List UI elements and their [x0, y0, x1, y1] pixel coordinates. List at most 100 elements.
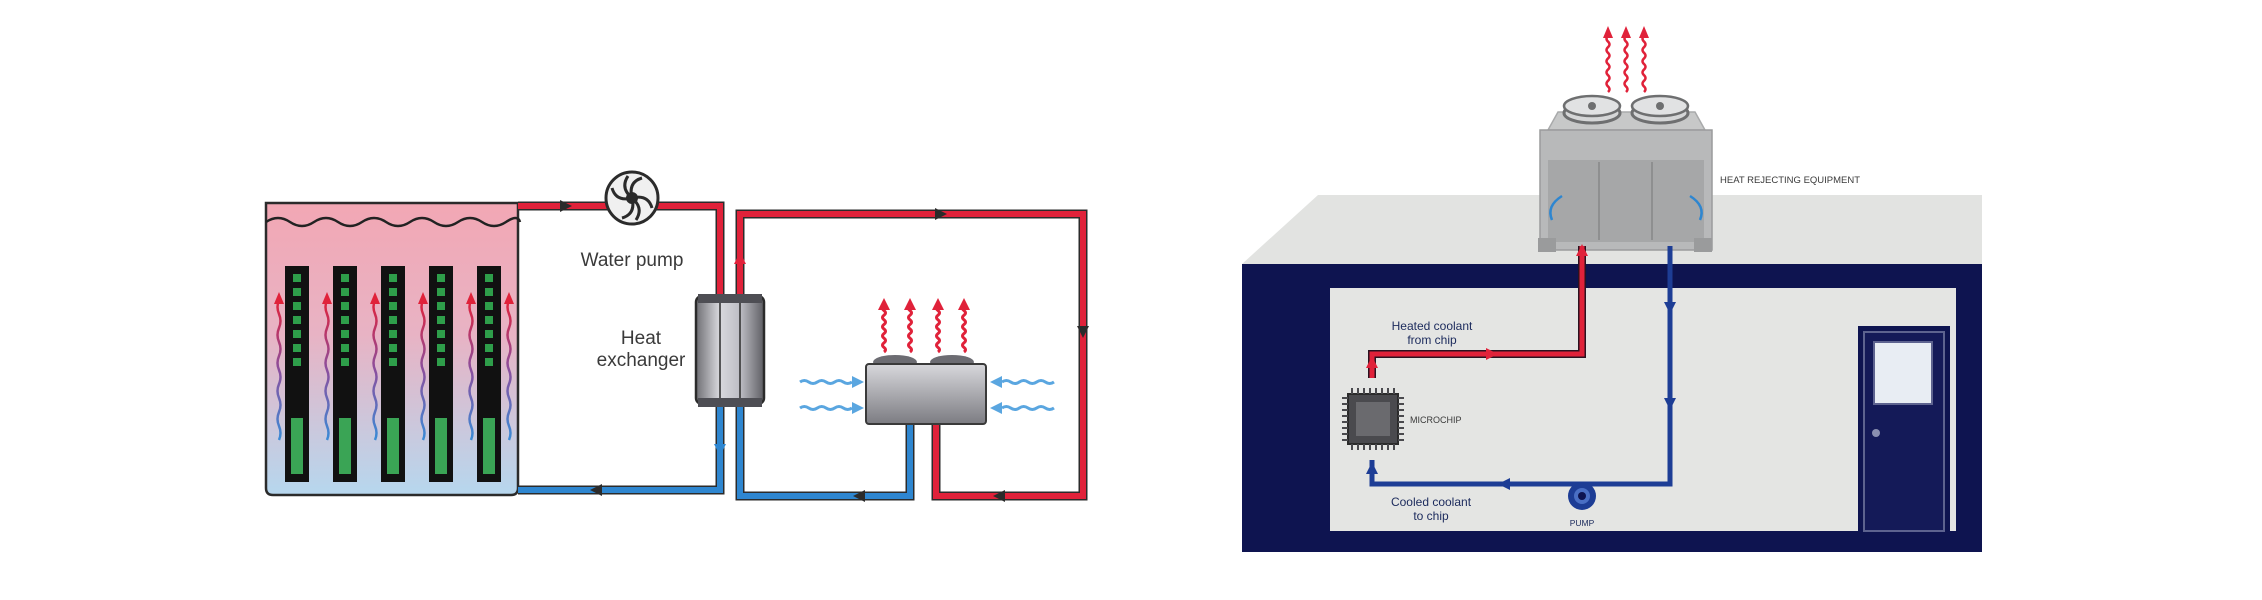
flow-arrow — [935, 208, 947, 220]
server-led — [341, 274, 349, 282]
cooled-coolant-label-line1: Cooled coolant — [1391, 495, 1472, 509]
chip-pin — [1363, 388, 1365, 394]
server-led — [437, 344, 445, 352]
server-led — [293, 344, 301, 352]
chip-pin — [1363, 444, 1365, 450]
server-led — [437, 358, 445, 366]
water-pump-label: Water pump — [581, 250, 684, 271]
arrow-head — [1639, 26, 1649, 38]
server-led — [341, 288, 349, 296]
heat-rejecting-equipment-icon — [1538, 94, 1713, 252]
server-racks — [274, 266, 514, 482]
flow-arrow — [734, 252, 746, 264]
chip-pin — [1393, 444, 1395, 450]
heat-wave-arrow — [372, 299, 378, 441]
flow-arrow — [560, 200, 572, 212]
server-led — [341, 316, 349, 324]
door-icon — [1858, 326, 1950, 532]
chip-pin — [1342, 427, 1348, 429]
server-led — [437, 330, 445, 338]
chip-pin — [1398, 439, 1404, 441]
arrow-head — [274, 292, 284, 304]
chip-pin — [1369, 388, 1371, 394]
chip-pin — [1342, 397, 1348, 399]
chip-pin — [1398, 421, 1404, 423]
heat-wave-arrow — [420, 299, 426, 441]
server-led — [389, 302, 397, 310]
server-led — [437, 302, 445, 310]
server-drive — [291, 418, 303, 474]
heat-wave-arrow — [1605, 35, 1611, 93]
chip-pin — [1369, 444, 1371, 450]
server-led — [485, 344, 493, 352]
flow-arrow — [853, 490, 865, 502]
heat-wave-arrow — [881, 304, 887, 354]
arrow-head — [1603, 26, 1613, 38]
chip-pin — [1342, 409, 1348, 411]
arrow-head — [904, 298, 916, 310]
chip-pin — [1342, 433, 1348, 435]
server-rack — [333, 266, 357, 482]
water-pump-icon — [604, 170, 660, 226]
microchip-label: MICROCHIP — [1410, 415, 1462, 425]
server-led — [341, 344, 349, 352]
heat-wave-arrow — [935, 304, 941, 354]
server-led — [437, 288, 445, 296]
chip-pin — [1398, 403, 1404, 405]
heat-exchanger-label-line1: Heat — [621, 328, 662, 349]
server-led — [341, 330, 349, 338]
chip-pin — [1398, 409, 1404, 411]
server-drive — [387, 418, 399, 474]
chip-pin — [1398, 433, 1404, 435]
arrow-head — [852, 376, 864, 388]
building-interior — [1330, 288, 1956, 531]
chip-pin — [1351, 444, 1353, 450]
arrow-head — [990, 376, 1002, 388]
chip-pin — [1342, 415, 1348, 417]
server-led — [293, 316, 301, 324]
arrow-head — [1621, 26, 1631, 38]
airflow-arrow — [799, 379, 853, 385]
chip-pin — [1342, 439, 1348, 441]
server-rack — [285, 266, 309, 482]
chip-pin — [1387, 388, 1389, 394]
heat-wave-arrow — [1641, 35, 1647, 93]
server-led — [485, 302, 493, 310]
server-drive — [339, 418, 351, 474]
chip-pin — [1393, 388, 1395, 394]
arrow-head — [852, 402, 864, 414]
server-rack — [477, 266, 501, 482]
server-led — [293, 274, 301, 282]
heat-exchanger-icon — [694, 294, 766, 407]
airflow-arrow — [799, 405, 853, 411]
heated-coolant-label-line1: Heated coolant — [1392, 319, 1473, 333]
microchip-icon — [1342, 388, 1404, 450]
flow-arrow — [1077, 326, 1089, 338]
heat-exchanger-label-line2: exchanger — [597, 350, 686, 371]
heated-coolant-label-line2: from chip — [1407, 333, 1457, 347]
server-led — [389, 274, 397, 282]
server-led — [437, 274, 445, 282]
server-led — [485, 316, 493, 324]
arrow-head — [878, 298, 890, 310]
chip-pin — [1342, 421, 1348, 423]
chip-pin — [1375, 444, 1377, 450]
server-led — [389, 288, 397, 296]
chip-pin — [1342, 403, 1348, 405]
server-led — [293, 288, 301, 296]
server-led — [389, 316, 397, 324]
heated-coolant-line — [1366, 244, 1588, 378]
server-led — [293, 302, 301, 310]
chip-pin — [1357, 444, 1359, 450]
server-led — [485, 274, 493, 282]
airflow-arrow — [1001, 405, 1055, 411]
heat-wave-arrow — [276, 299, 282, 441]
arrow-head — [958, 298, 970, 310]
server-led — [485, 288, 493, 296]
arrow-head — [466, 292, 476, 304]
server-led — [389, 358, 397, 366]
server-led — [389, 344, 397, 352]
arrow-head — [370, 292, 380, 304]
heat-wave-arrow — [1623, 35, 1629, 93]
server-led — [485, 358, 493, 366]
